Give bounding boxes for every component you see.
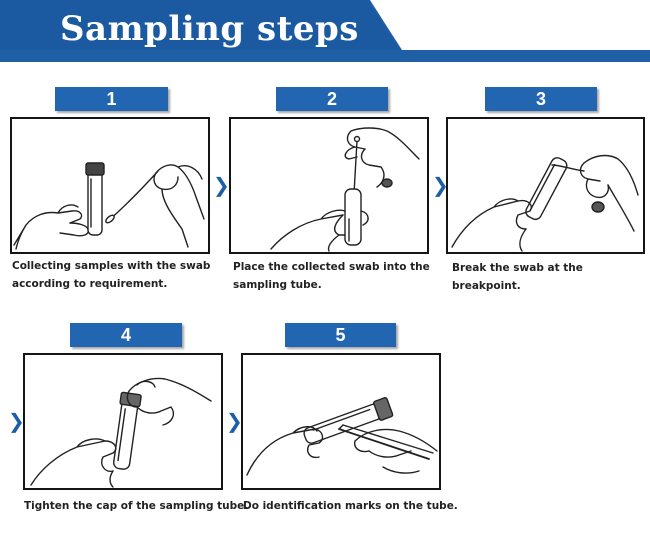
step-2-caption-line-1: Place the collected swab into the	[233, 261, 430, 273]
header-banner-shape	[0, 0, 650, 62]
chevron-right-icon: ❯	[213, 173, 230, 197]
step-5-illustration	[241, 353, 441, 490]
step-4-number: 4	[70, 323, 182, 347]
step-5-number: 5	[285, 323, 396, 347]
step-3-caption-line-1: Break the swab at the breakpoint.	[452, 262, 583, 292]
step-4-illustration	[23, 353, 223, 490]
step-1-caption: Collecting samples with the swab accordi…	[12, 257, 210, 293]
step-1-caption-line-2: according to requirement.	[12, 278, 168, 290]
step-2-caption-line-2: sampling tube.	[233, 279, 322, 291]
step-2-caption: Place the collected swab into the sampli…	[233, 258, 430, 294]
header-banner: Sampling steps	[0, 0, 650, 62]
step-5-caption: Do identification marks on the tube.	[243, 497, 458, 515]
chevron-right-icon: ❯	[432, 173, 449, 197]
step-4-caption-line-1: Tighten the cap of the sampling tube.	[24, 500, 249, 512]
step-5-caption-line-1: Do identification marks on the tube.	[243, 500, 458, 512]
step-4-caption: Tighten the cap of the sampling tube.	[24, 497, 248, 515]
step-1-caption-line-1: Collecting samples with the swab	[12, 260, 211, 272]
step-2-number: 2	[276, 87, 388, 111]
step-1-illustration	[10, 117, 210, 254]
chevron-right-icon: ❯	[226, 409, 243, 433]
chevron-right-icon: ❯	[8, 409, 25, 433]
step-3-caption: Break the swab at the breakpoint.	[452, 259, 650, 295]
step-3-number: 3	[485, 87, 597, 111]
step-3-illustration	[446, 117, 645, 254]
page-title: Sampling steps	[60, 9, 359, 49]
step-1-number: 1	[55, 87, 168, 111]
step-2-illustration	[229, 117, 429, 254]
